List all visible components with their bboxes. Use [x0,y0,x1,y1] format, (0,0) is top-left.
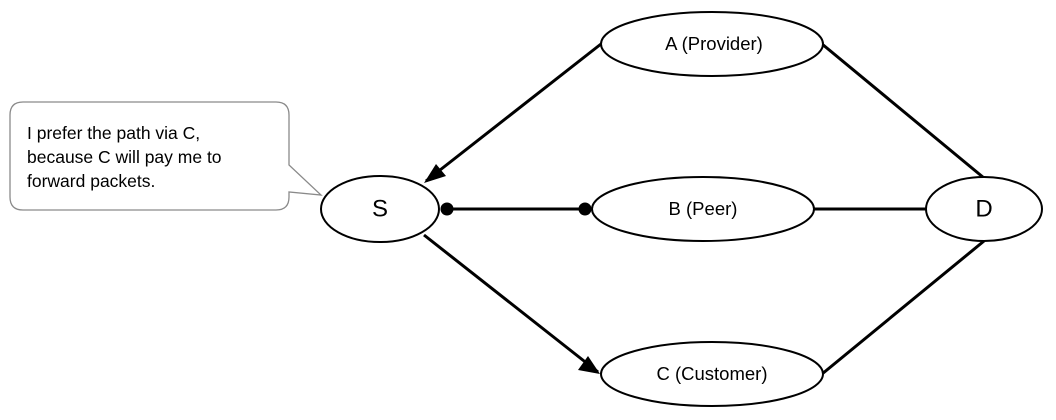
edge-c-d [821,239,985,376]
edge-s-to-c [423,233,599,374]
edge-endpoint-dot-b [578,202,592,216]
node-c-label: C (Customer) [656,363,767,384]
node-s: S [320,175,440,243]
callout-line-3: forward packets. [27,171,156,191]
node-b-peer: B (Peer) [591,176,815,242]
callout-text: I prefer the path via C, because C will … [27,121,277,193]
node-a-label: A (Provider) [665,33,763,54]
speech-bubble [9,101,323,211]
node-s-label: S [372,195,388,222]
arrowhead-into-s [424,164,446,183]
node-d-label: D [975,195,992,222]
arrowhead-into-c [578,356,600,374]
edge-a-to-s [425,42,602,183]
callout-line-1: I prefer the path via C, [27,123,201,143]
callout-line-2: because C will pay me to [27,147,222,167]
node-d: D [925,176,1043,242]
node-b-label: B (Peer) [669,198,738,219]
node-a-provider: A (Provider) [600,11,824,77]
edge-a-d [821,42,985,180]
edge-endpoint-dot-s [440,202,454,216]
node-c-customer: C (Customer) [600,341,824,407]
